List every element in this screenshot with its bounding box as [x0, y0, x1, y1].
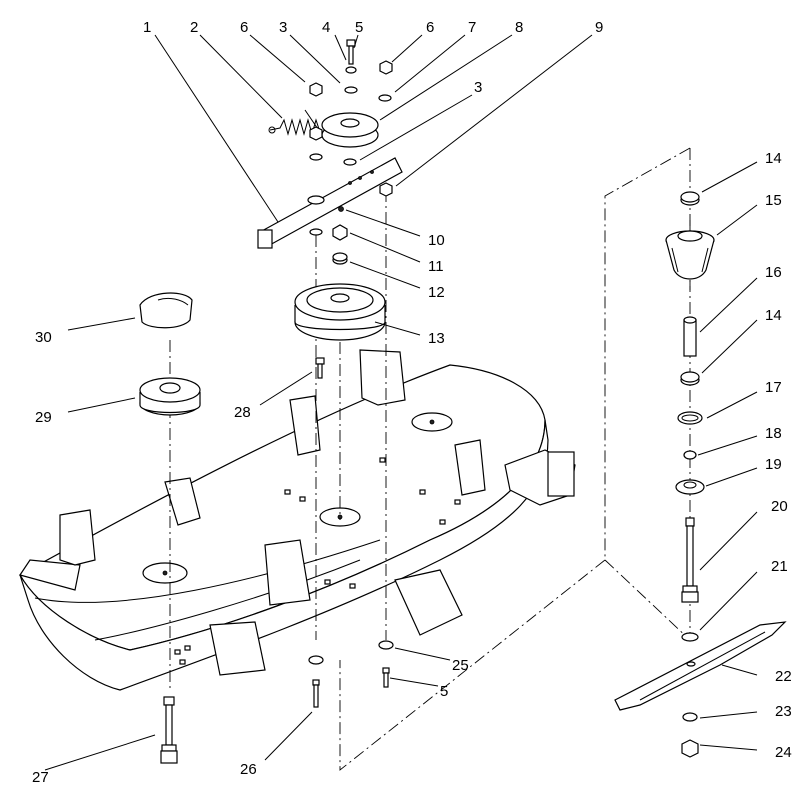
- callout-11: 11: [428, 258, 444, 275]
- belt-guard-30: [139, 292, 193, 329]
- callout-21: 21: [771, 558, 788, 575]
- callout-6b: 6: [426, 19, 434, 36]
- callout-16: 16: [765, 264, 782, 281]
- spindle-assembly: [614, 191, 787, 758]
- bolt-28: [315, 357, 325, 379]
- callout-28: 28: [234, 404, 251, 421]
- callout-labels: 1 2 6 3 4 5 6 7 8 9 3 10 11 12 13 28 30 …: [32, 19, 792, 786]
- callout-6a: 6: [240, 19, 248, 36]
- callout-3b: 3: [474, 79, 482, 96]
- callout-5b: 5: [440, 683, 448, 700]
- idler-arm: [257, 157, 403, 249]
- drive-pulley: [294, 283, 386, 341]
- callout-8: 8: [515, 19, 523, 36]
- spindle-27: [160, 696, 178, 764]
- callout-20: 20: [771, 498, 788, 515]
- callout-26: 26: [240, 761, 257, 778]
- pulley-29: [139, 377, 201, 416]
- callout-13: 13: [428, 330, 445, 347]
- callout-24: 24: [775, 744, 792, 761]
- lower-hardware: [308, 640, 394, 708]
- callout-29: 29: [35, 409, 52, 426]
- callout-10: 10: [428, 232, 445, 249]
- callout-12: 12: [428, 284, 445, 301]
- callout-2: 2: [190, 19, 198, 36]
- callout-15: 15: [765, 192, 782, 209]
- callout-1: 1: [143, 19, 151, 36]
- callout-17: 17: [765, 379, 782, 396]
- callout-14b: 14: [765, 307, 782, 324]
- callout-14a: 14: [765, 150, 782, 167]
- callout-5a: 5: [355, 19, 363, 36]
- callout-4: 4: [322, 19, 330, 36]
- callout-23: 23: [775, 703, 792, 720]
- callout-9: 9: [595, 19, 603, 36]
- callout-22: 22: [775, 668, 792, 685]
- callout-30: 30: [35, 329, 52, 346]
- leader-lines: [44, 34, 758, 771]
- top-hardware: [309, 39, 393, 265]
- callout-27: 27: [32, 769, 49, 786]
- callout-3a: 3: [279, 19, 287, 36]
- spring: [268, 109, 321, 136]
- callout-7: 7: [468, 19, 476, 36]
- callout-25: 25: [452, 657, 469, 674]
- mower-deck: [19, 349, 576, 691]
- idler-pulley: [321, 112, 379, 148]
- deck-holes: [174, 457, 461, 665]
- callout-19: 19: [765, 456, 782, 473]
- callout-18: 18: [765, 425, 782, 442]
